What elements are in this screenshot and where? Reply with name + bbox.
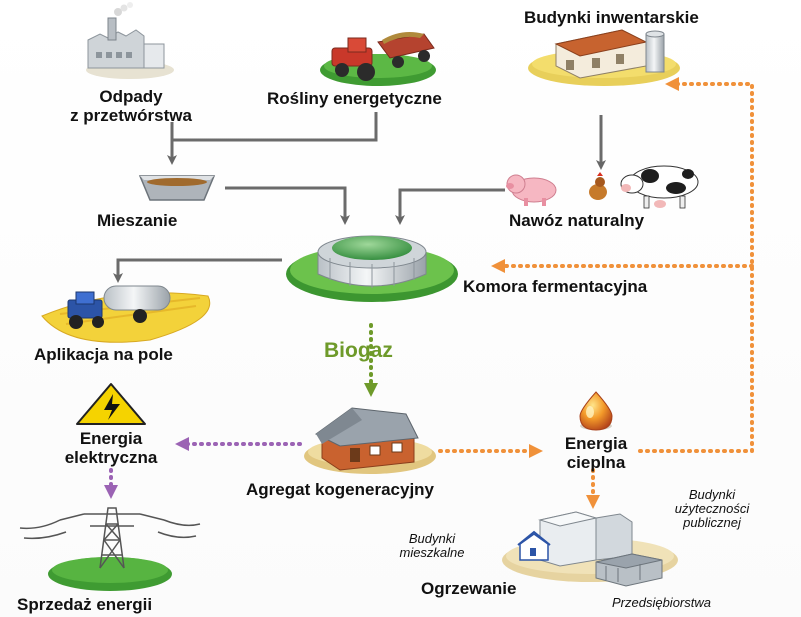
node-electric-label: Energia elektryczna xyxy=(65,429,158,467)
electric-label-line2: elektryczna xyxy=(64,448,158,467)
factory-icon xyxy=(86,2,174,79)
arrow-mixing-to-chamber xyxy=(225,186,350,225)
node-manure-label: Nawóz naturalny xyxy=(509,211,645,230)
node-cogen-label: Agregat kogeneracyjny xyxy=(246,480,435,499)
node-barns-label: Budynki inwentarskie xyxy=(524,8,699,27)
heating-buildings-icon xyxy=(502,511,678,587)
arrow-manure-to-chamber xyxy=(395,188,505,225)
node-mixing-label: Mieszanie xyxy=(97,211,178,230)
animals-icon xyxy=(506,165,699,209)
field-tanker-icon xyxy=(41,285,211,343)
heat-drop-icon xyxy=(579,391,613,431)
barn-icon xyxy=(528,29,680,86)
node-heat-label: Energia cieplna xyxy=(565,434,627,472)
node-field-label: Aplikacja na pole xyxy=(34,345,173,364)
electric-label-line1: Energia xyxy=(79,429,143,448)
arrow-crops-to-mixing xyxy=(172,112,378,142)
node-crops-label: Rośliny energetyczne xyxy=(267,89,442,108)
arrow-chamber-to-field xyxy=(113,258,282,283)
node-waste-label: Odpady z przetwórstwa xyxy=(70,87,192,125)
node-chamber-label: Komora fermentacyjna xyxy=(463,277,648,296)
heat-label-line2: cieplna xyxy=(566,453,626,472)
node-residential-label: Budynki mieszkalne xyxy=(399,532,464,560)
waste-label-line2: z przetwórstwa xyxy=(70,106,192,125)
high-voltage-warning-icon xyxy=(76,383,146,425)
gray-arrows xyxy=(113,112,606,283)
cogeneration-house-icon xyxy=(304,407,436,474)
residential-label-line1: Budynki xyxy=(408,531,456,546)
public-label-line2: użyteczności xyxy=(674,501,750,516)
residential-label-line2: mieszkalne xyxy=(399,545,465,560)
power-pylon-icon xyxy=(19,507,201,591)
waste-label-line1: Odpady xyxy=(99,87,163,106)
node-enterprises-label: Przedsiębiorstwa xyxy=(612,595,711,610)
node-biogas-label: Biogaz xyxy=(324,339,393,362)
node-sale-label: Sprzedaż energii xyxy=(17,595,153,614)
node-heating-label: Ogrzewanie xyxy=(421,579,517,598)
heat-label-line1: Energia xyxy=(564,434,628,453)
node-public-label: Budynki użyteczności publicznej xyxy=(675,488,749,530)
mixing-tray-icon xyxy=(138,175,216,201)
fermentation-chamber-icon xyxy=(286,235,458,302)
public-label-line3: publicznej xyxy=(683,515,741,530)
dotted-arrows xyxy=(104,77,754,509)
public-label-line1: Budynki xyxy=(688,487,736,502)
tractor-icon xyxy=(320,32,436,86)
